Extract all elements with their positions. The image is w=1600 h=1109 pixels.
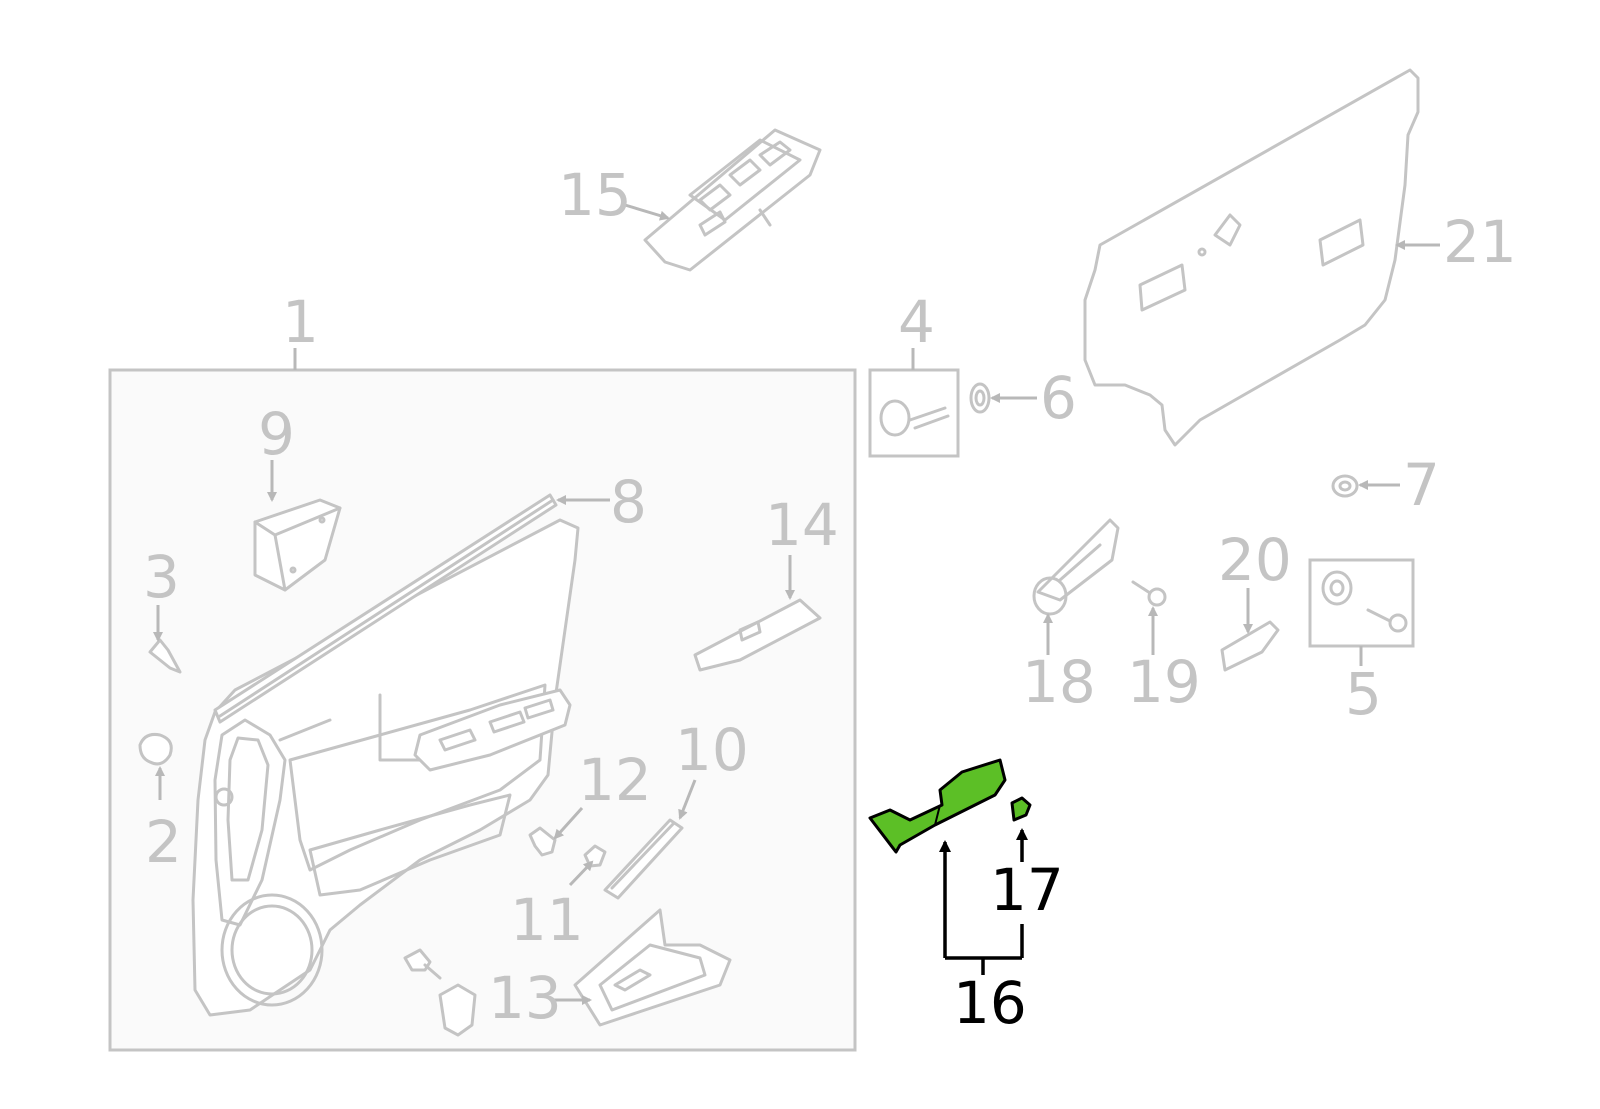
label-19: 19 bbox=[1127, 648, 1201, 716]
part-9-pad bbox=[253, 498, 342, 592]
label-9: 9 bbox=[258, 400, 295, 468]
label-14: 14 bbox=[765, 491, 839, 559]
part-19-screw bbox=[1131, 580, 1167, 607]
fastener-clip-box1 bbox=[438, 983, 477, 1037]
part-6-washer bbox=[969, 382, 991, 414]
part-8-belt-molding bbox=[213, 493, 558, 724]
part-17-clip[interactable] bbox=[1010, 796, 1032, 822]
label-11: 11 bbox=[510, 886, 584, 954]
part-16-pull-handle[interactable] bbox=[868, 758, 1007, 854]
part-10-strip bbox=[603, 818, 684, 900]
part-7-washer bbox=[1331, 474, 1359, 498]
label-2: 2 bbox=[145, 808, 182, 876]
label-16: 16 bbox=[953, 969, 1027, 1037]
label-15: 15 bbox=[558, 161, 632, 229]
part-5-box bbox=[1308, 558, 1415, 666]
label-10: 10 bbox=[675, 716, 749, 784]
part-15-window-switch bbox=[643, 128, 822, 272]
label-7: 7 bbox=[1403, 451, 1440, 519]
door-switch-bezel bbox=[413, 688, 572, 772]
label-6: 6 bbox=[1040, 364, 1077, 432]
label-4: 4 bbox=[898, 288, 935, 356]
part-4-box bbox=[868, 348, 960, 458]
label-17: 17 bbox=[990, 856, 1064, 924]
label-8: 8 bbox=[610, 468, 647, 536]
part-18-inner-handle bbox=[1032, 518, 1120, 616]
leader-lines bbox=[153, 203, 1440, 1005]
part-14-trim bbox=[693, 598, 822, 672]
label-13: 13 bbox=[488, 964, 562, 1032]
door-trim-panel bbox=[191, 518, 580, 1017]
callout-labels: 1 2 3 4 5 6 7 8 9 10 11 12 13 14 15 16 1… bbox=[143, 161, 1517, 1037]
label-21: 21 bbox=[1443, 208, 1517, 276]
label-18: 18 bbox=[1022, 648, 1096, 716]
part-2-grommet bbox=[138, 733, 173, 766]
label-3: 3 bbox=[143, 543, 180, 611]
label-12: 12 bbox=[578, 746, 652, 814]
label-1: 1 bbox=[282, 288, 319, 356]
leader-16-17 bbox=[939, 828, 1028, 975]
part-20-bracket bbox=[1220, 620, 1280, 672]
part-12-screw bbox=[528, 826, 557, 857]
label-20: 20 bbox=[1218, 526, 1292, 594]
part-21-door-liner bbox=[1083, 68, 1420, 447]
part-13-switch-panel bbox=[573, 908, 732, 1027]
fastener-screw-box1 bbox=[403, 948, 442, 980]
label-5: 5 bbox=[1345, 660, 1382, 728]
